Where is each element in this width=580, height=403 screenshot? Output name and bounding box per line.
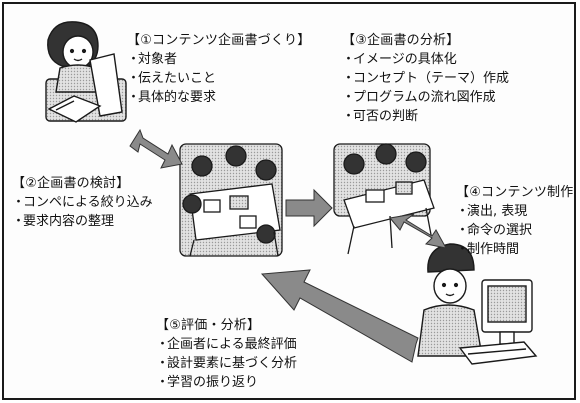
step2-item: コンペによる絞り込み [12, 193, 153, 212]
arrow-step4-step5 [260, 269, 419, 363]
step3-heading: 【③企画書の分析】 [342, 33, 460, 48]
step2-item: 要求内容の整理 [12, 212, 153, 231]
arrow-step1-step2 [129, 128, 183, 169]
step5-item: 企画者による最終評価 [156, 335, 297, 354]
step3-item: 可否の判断 [342, 107, 509, 126]
step3-block: 【③企画書の分析】 イメージの具体化 コンセプト（テーマ）作成 プログラムの流れ… [342, 31, 509, 126]
step1-item: 伝えたいこと [127, 69, 310, 88]
step1-item: 対象者 [127, 50, 310, 69]
planner-illustration [45, 21, 127, 123]
step5-heading: 【⑤評価・分析】 [156, 318, 261, 333]
step1-heading: 【①コンテンツ企画書づくり】 [127, 33, 311, 48]
analysis-team-illustration [333, 143, 435, 255]
diagram-artwork [45, 21, 538, 365]
step4-block: 【④コンテンツ制作 演出, 表現 命令の選択 制作時間 [456, 183, 573, 259]
step4-item: 制作時間 [456, 240, 573, 259]
step4-item: 演出, 表現 [456, 202, 573, 221]
step1-item: 具体的な要求 [127, 88, 310, 107]
step4-item: 命令の選択 [456, 221, 573, 240]
step3-item: プログラムの流れ図作成 [342, 88, 509, 107]
workflow-diagram: 【①コンテンツ企画書づくり】 対象者 伝えたいこと 具体的な要求 【②企画書の検… [2, 2, 576, 400]
step5-item: 設計要素に基づく分析 [156, 354, 297, 373]
step2-block: 【②企画書の検討】 コンペによる絞り込み 要求内容の整理 [12, 174, 153, 231]
step5-item: 学習の振り返り [156, 373, 297, 392]
arrow-step3-step4 [389, 213, 447, 249]
step5-block: 【⑤評価・分析】 企画者による最終評価 設計要素に基づく分析 学習の振り返り [156, 316, 297, 392]
step3-item: コンセプト（テーマ）作成 [342, 69, 509, 88]
developer-illustration [417, 243, 538, 365]
step1-block: 【①コンテンツ企画書づくり】 対象者 伝えたいこと 具体的な要求 [127, 31, 310, 107]
review-group-illustration [179, 143, 283, 257]
arrow-step2-step3 [285, 188, 333, 228]
step2-heading: 【②企画書の検討】 [12, 176, 130, 191]
flow-arrows [129, 128, 447, 363]
step4-heading: 【④コンテンツ制作 [456, 185, 574, 200]
step3-item: イメージの具体化 [342, 50, 509, 69]
